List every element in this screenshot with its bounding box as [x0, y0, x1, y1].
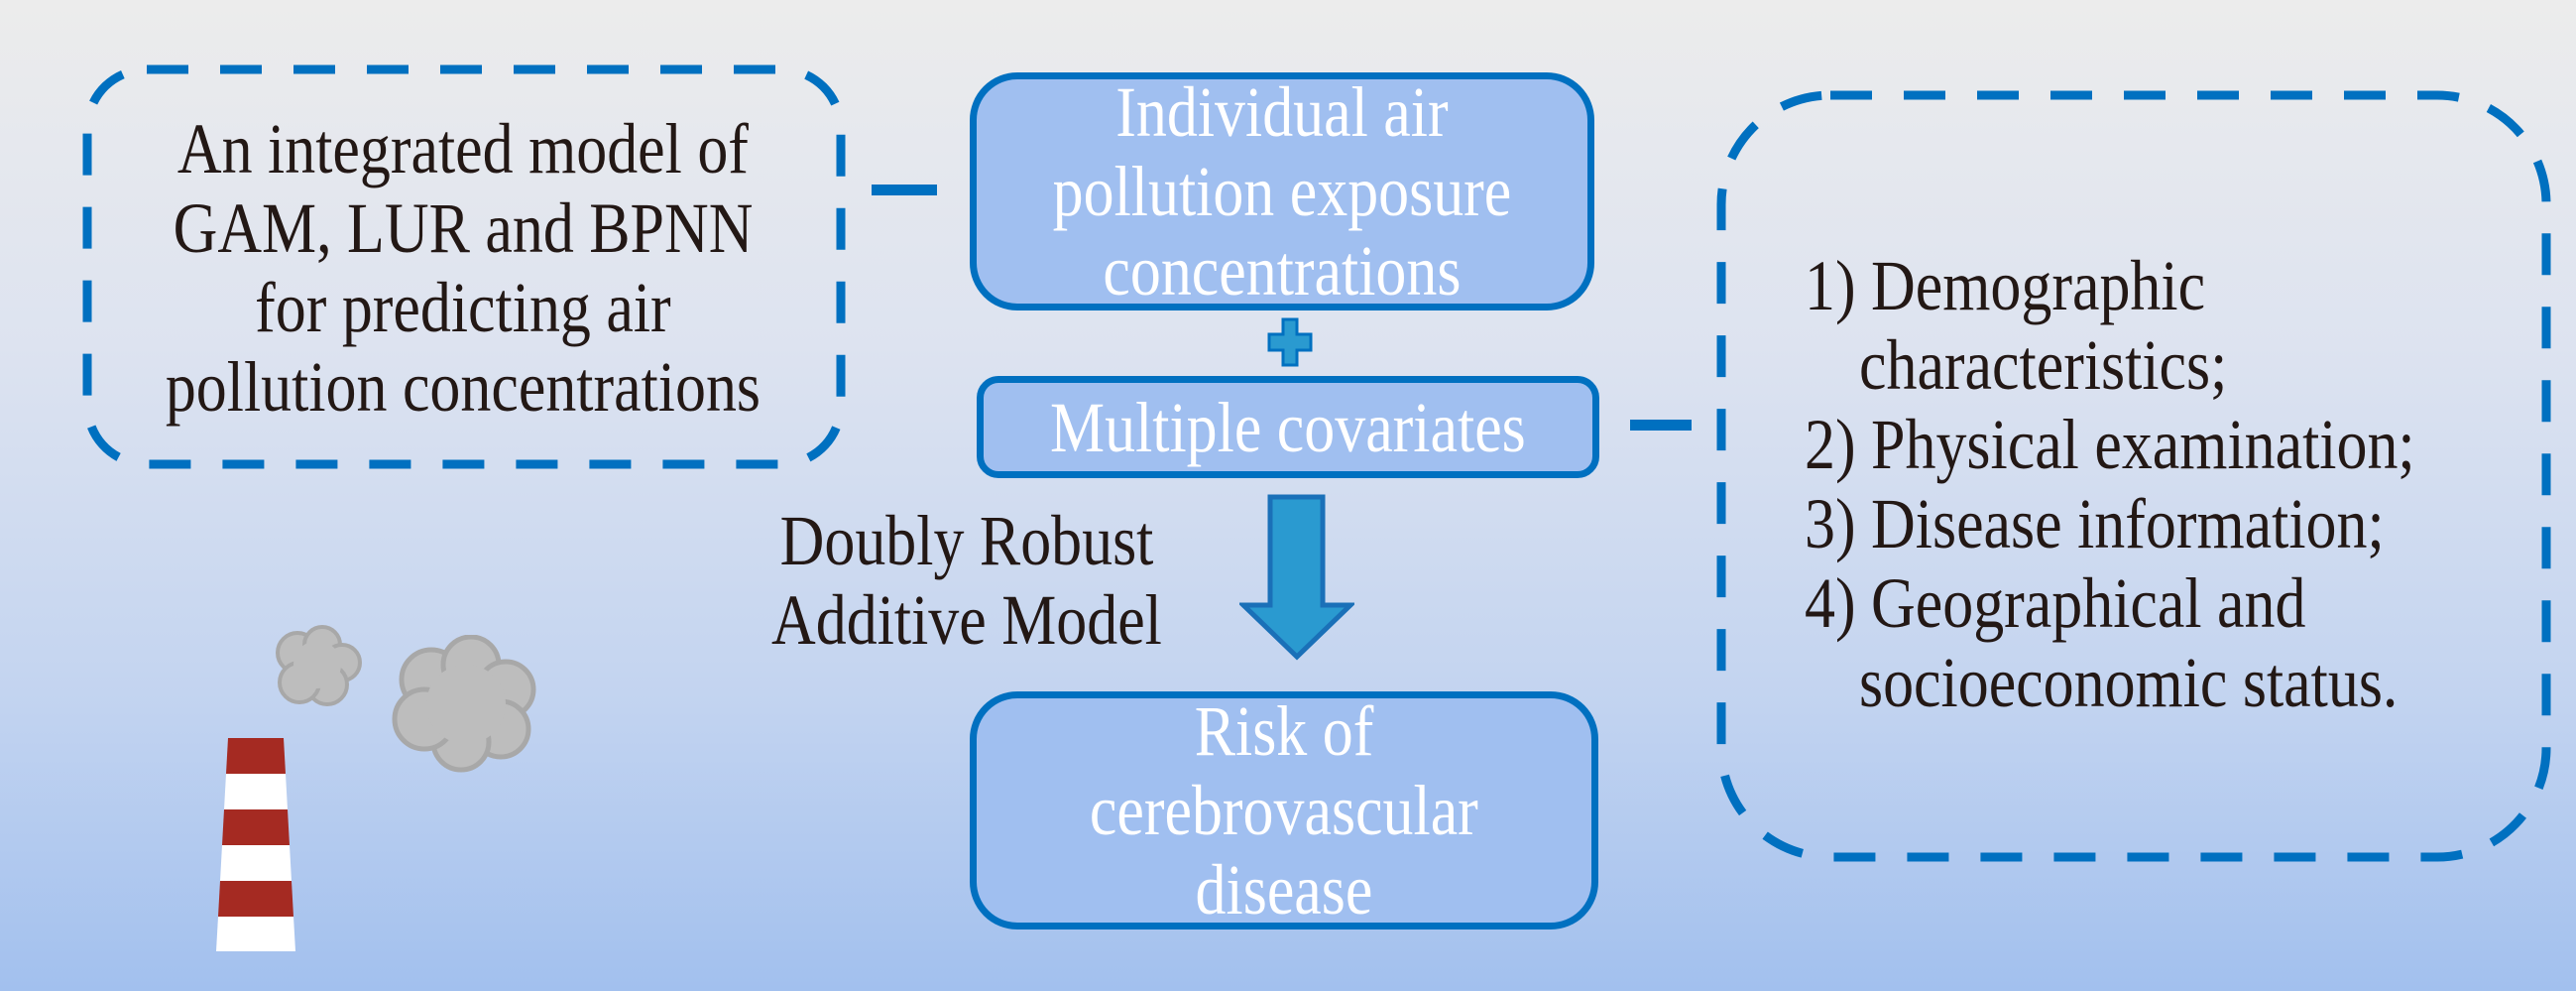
exposure-line: concentrations — [1103, 231, 1462, 310]
plus-icon — [1267, 317, 1313, 367]
covariates-list: 1) Demographic characteristics; 2) Physi… — [1805, 246, 2518, 722]
outcome-line: cerebrovascular — [1090, 771, 1478, 850]
smoke-cloud-large-icon — [392, 635, 536, 773]
model-line: GAM, LUR and BPNN — [173, 188, 754, 268]
chimney-icon — [216, 738, 295, 951]
exposure-line: Individual air — [1115, 72, 1449, 152]
covariates-box: Multiple covariates — [977, 376, 1599, 478]
exposure-box: Individual air pollution exposure concen… — [970, 72, 1594, 310]
covariate-item: 4) Geographical and — [1805, 563, 2306, 643]
connector-left — [872, 185, 937, 195]
exposure-line: pollution exposure — [1052, 152, 1512, 231]
model-line: for predicting air — [255, 268, 671, 347]
covariates-dashed-box — [1716, 90, 2551, 862]
covariate-item: 3) Disease information; — [1805, 484, 2385, 563]
outcome-line: disease — [1195, 850, 1373, 929]
method-line: Doubly Robust — [779, 501, 1154, 580]
model-dashed-box — [82, 64, 846, 469]
outcome-box: Risk of cerebrovascular disease — [970, 691, 1598, 929]
outcome-line: Risk of — [1194, 691, 1374, 771]
covariate-item: characteristics; — [1859, 325, 2228, 405]
model-description: An integrated model of GAM, LUR and BPNN… — [86, 109, 840, 427]
down-arrow-icon — [1239, 494, 1354, 661]
covariate-item: 2) Physical examination; — [1805, 405, 2415, 484]
covariates-label: Multiple covariates — [1050, 387, 1526, 467]
model-line: pollution concentrations — [165, 347, 761, 427]
method-label: Doubly Robust Additive Model — [734, 501, 1200, 660]
smoke-cloud-small-icon — [276, 625, 362, 706]
method-line: Additive Model — [771, 580, 1162, 660]
model-line: An integrated model of — [176, 109, 750, 188]
covariate-item: socioeconomic status. — [1859, 643, 2399, 722]
connector-right — [1630, 420, 1692, 431]
covariate-item: 1) Demographic — [1805, 246, 2206, 325]
